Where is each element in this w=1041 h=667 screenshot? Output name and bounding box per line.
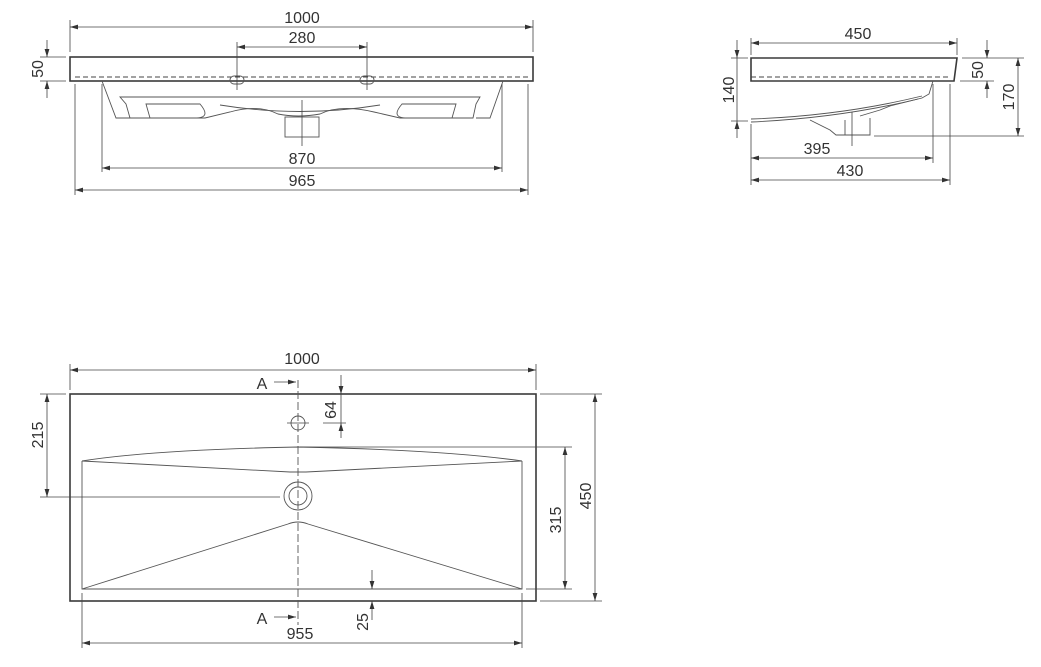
basin-profile: [119, 96, 481, 119]
dim-slab-thickness: 50: [970, 61, 987, 79]
basin-body-outline: [859, 80, 934, 117]
dim-height-front: 140: [721, 77, 738, 104]
countertop-outline: [69, 393, 537, 602]
dim-basin-depth: 315: [548, 507, 565, 534]
dim-front-rim: 25: [355, 613, 372, 631]
basin-inner-profile: [145, 103, 457, 119]
basin-floor-slope: [81, 521, 523, 590]
dim-tap-spacing: 280: [289, 30, 316, 47]
countertop-slab: [69, 56, 534, 82]
dim-width-total: 1000: [284, 351, 320, 368]
dim-basin-width: 955: [287, 626, 314, 643]
dim-body-depth: 430: [837, 163, 864, 180]
basin-bottom-curve: [750, 95, 923, 123]
dim-tap-hole-offset: 64: [323, 401, 340, 419]
dim-depth-total: 450: [578, 483, 595, 510]
dim-height-total: 170: [1001, 84, 1018, 111]
basin-body-outline: [101, 80, 504, 119]
basin-back-edge: [81, 446, 523, 462]
basin-outline: [81, 461, 523, 590]
dim-body-width: 870: [289, 151, 316, 168]
section-marker-bottom: A: [257, 611, 268, 628]
basin-bottom-curve: [219, 104, 381, 112]
side-view: 450 140 50 170 395 430: [721, 26, 1024, 185]
dim-width-total: 1000: [284, 10, 320, 27]
section-marker-top: A: [257, 376, 268, 393]
front-view: 1000 280 50 870 965: [30, 10, 534, 195]
dim-drain-offset: 215: [30, 422, 47, 449]
drain-outlet: [809, 118, 871, 136]
countertop-slab: [750, 57, 958, 82]
plan-view: A A 1000 64 215 315 450 25: [30, 351, 602, 648]
dim-bottom-width: 965: [289, 173, 316, 190]
dim-drain-offset: 395: [804, 141, 831, 158]
dim-depth-total: 450: [845, 26, 872, 43]
dim-slab-thickness: 50: [30, 60, 47, 78]
basin-back-slope: [81, 460, 523, 473]
